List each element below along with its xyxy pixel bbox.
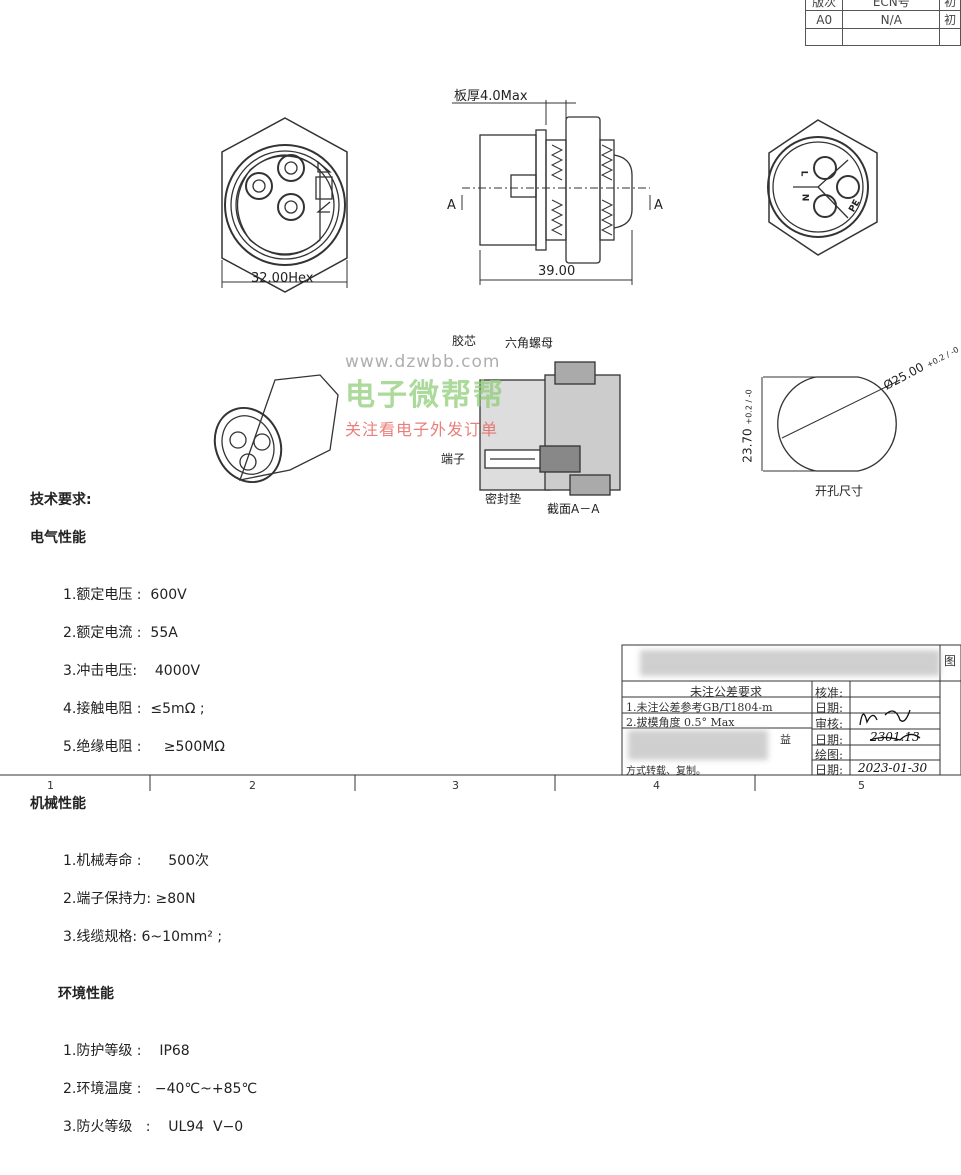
grid-column-3: 3 (452, 779, 459, 792)
section-caption: 截面A－A (547, 502, 600, 516)
watermark-brand: 电子微帮帮 (345, 378, 505, 413)
label-hex-nut: 六角螺母 (505, 336, 554, 350)
watermark-url: www.dzwbb.com (345, 352, 501, 372)
copyright-note: 方式转载、复制。 (626, 766, 706, 777)
rev-cell (939, 28, 961, 46)
label-terminal: 端子 (441, 452, 466, 466)
grid-column-1: 1 (47, 779, 54, 792)
date-label: 日期: (815, 701, 844, 715)
mechanical-heading: 机械性能 (30, 796, 86, 812)
title-block (621, 644, 961, 776)
cutout-view (761, 376, 901, 472)
plate-thickness-dimension: 板厚4.0Max (454, 89, 528, 104)
cutout-caption: 开孔尺寸 (815, 484, 864, 498)
spec-item: 1.防护等级 : IP68 (63, 1043, 190, 1059)
label-core: 胶芯 (452, 334, 477, 348)
spec-item: 1.额定电压 : 600V (63, 587, 187, 603)
electrical-list: 1.额定电压 : 600V 2.额定电流 : 55A 3.冲击电压: 4000V… (30, 567, 257, 776)
spec-item: 3.线缆规格: 6~10mm² ; (63, 929, 223, 945)
spec-item: 3.冲击电压: 4000V (63, 663, 201, 679)
rev-cell: A0 (804, 10, 844, 29)
tolerance-item-1: 1.未注公差参考GB/T1804-m (626, 701, 773, 714)
spec-item: 1.机械寿命 : 500次 (63, 853, 209, 869)
signature-handwritten (859, 709, 921, 741)
draw-date-handwritten: 2023-01-30 (858, 761, 928, 775)
pin-label-l: L (798, 170, 809, 177)
watermark-slogan: 关注看电子外发订单 (345, 420, 499, 439)
tolerance-heading: 未注公差要求 (690, 685, 763, 699)
isometric-view (213, 374, 339, 483)
technical-drawing (0, 100, 961, 791)
length-dimension: 39.00 (538, 264, 576, 279)
cutout-height-dimension: 23.70 +0.2 / -0 (741, 389, 757, 462)
approve-label: 核准: (815, 686, 844, 700)
drawing-number-label: 图 (944, 654, 957, 668)
spec-item: 3.防火等级 : UL94 V−0 (63, 1119, 244, 1135)
section-marker-right: A (654, 198, 663, 213)
border-grid (0, 774, 961, 791)
section-view (479, 361, 621, 496)
tolerance-item-2: 2.拔模角度 0.5° Max (626, 716, 735, 729)
environmental-heading: 环境性能 (58, 986, 114, 1002)
note-tail: 益 (780, 733, 791, 746)
spec-item: 2.环境温度 : −40℃~+85℃ (63, 1081, 258, 1097)
rev-cell (842, 28, 941, 46)
hex-dimension: 32.00Hex (251, 271, 314, 286)
spec-item: 2.额定电流 : 55A (63, 625, 178, 641)
technical-requirements: 技术要求: 电气性能 1.额定电压 : 600V 2.额定电流 : 55A 3.… (30, 472, 257, 1175)
spec-item: 5.绝缘电阻 : ≥500MΩ (63, 739, 226, 755)
label-gasket: 密封垫 (485, 492, 522, 506)
side-view (452, 100, 651, 285)
rev-cell: N/A (842, 10, 941, 29)
cutout-height-tolerance: +0.2 / -0 (744, 389, 754, 425)
redacted-note (628, 730, 768, 760)
grid-column-4: 4 (653, 779, 660, 792)
grid-column-2: 2 (249, 779, 256, 792)
section-marker-left: A (447, 198, 456, 213)
spec-item: 4.接触电阻 : ≤5mΩ ; (63, 701, 205, 717)
specs-title: 技术要求: (30, 492, 92, 508)
cutout-height-value: 23.70 (740, 428, 755, 463)
rev-cell: 初 (939, 10, 961, 29)
review-label: 审核: (815, 717, 844, 731)
review-date-handwritten: 2301.13 (870, 730, 920, 744)
spec-item: 2.端子保持力: ≥80N (63, 891, 196, 907)
redacted-company-name (640, 650, 940, 676)
electrical-heading: 电气性能 (30, 530, 86, 546)
front-view (221, 117, 348, 293)
pin-label-n: N (799, 193, 810, 202)
date-label: 日期: (815, 733, 844, 747)
grid-column-5: 5 (858, 779, 865, 792)
environmental-list: 1.防护等级 : IP68 2.环境温度 : −40℃~+85℃ 3.防火等级 … (30, 1023, 257, 1156)
mechanical-list: 1.机械寿命 : 500次 2.端子保持力: ≥80N 3.线缆规格: 6~10… (30, 833, 257, 966)
rev-cell (804, 28, 844, 46)
draw-label: 绘图: (815, 748, 844, 762)
rear-view (767, 119, 878, 256)
date-label: 日期: (815, 763, 844, 777)
